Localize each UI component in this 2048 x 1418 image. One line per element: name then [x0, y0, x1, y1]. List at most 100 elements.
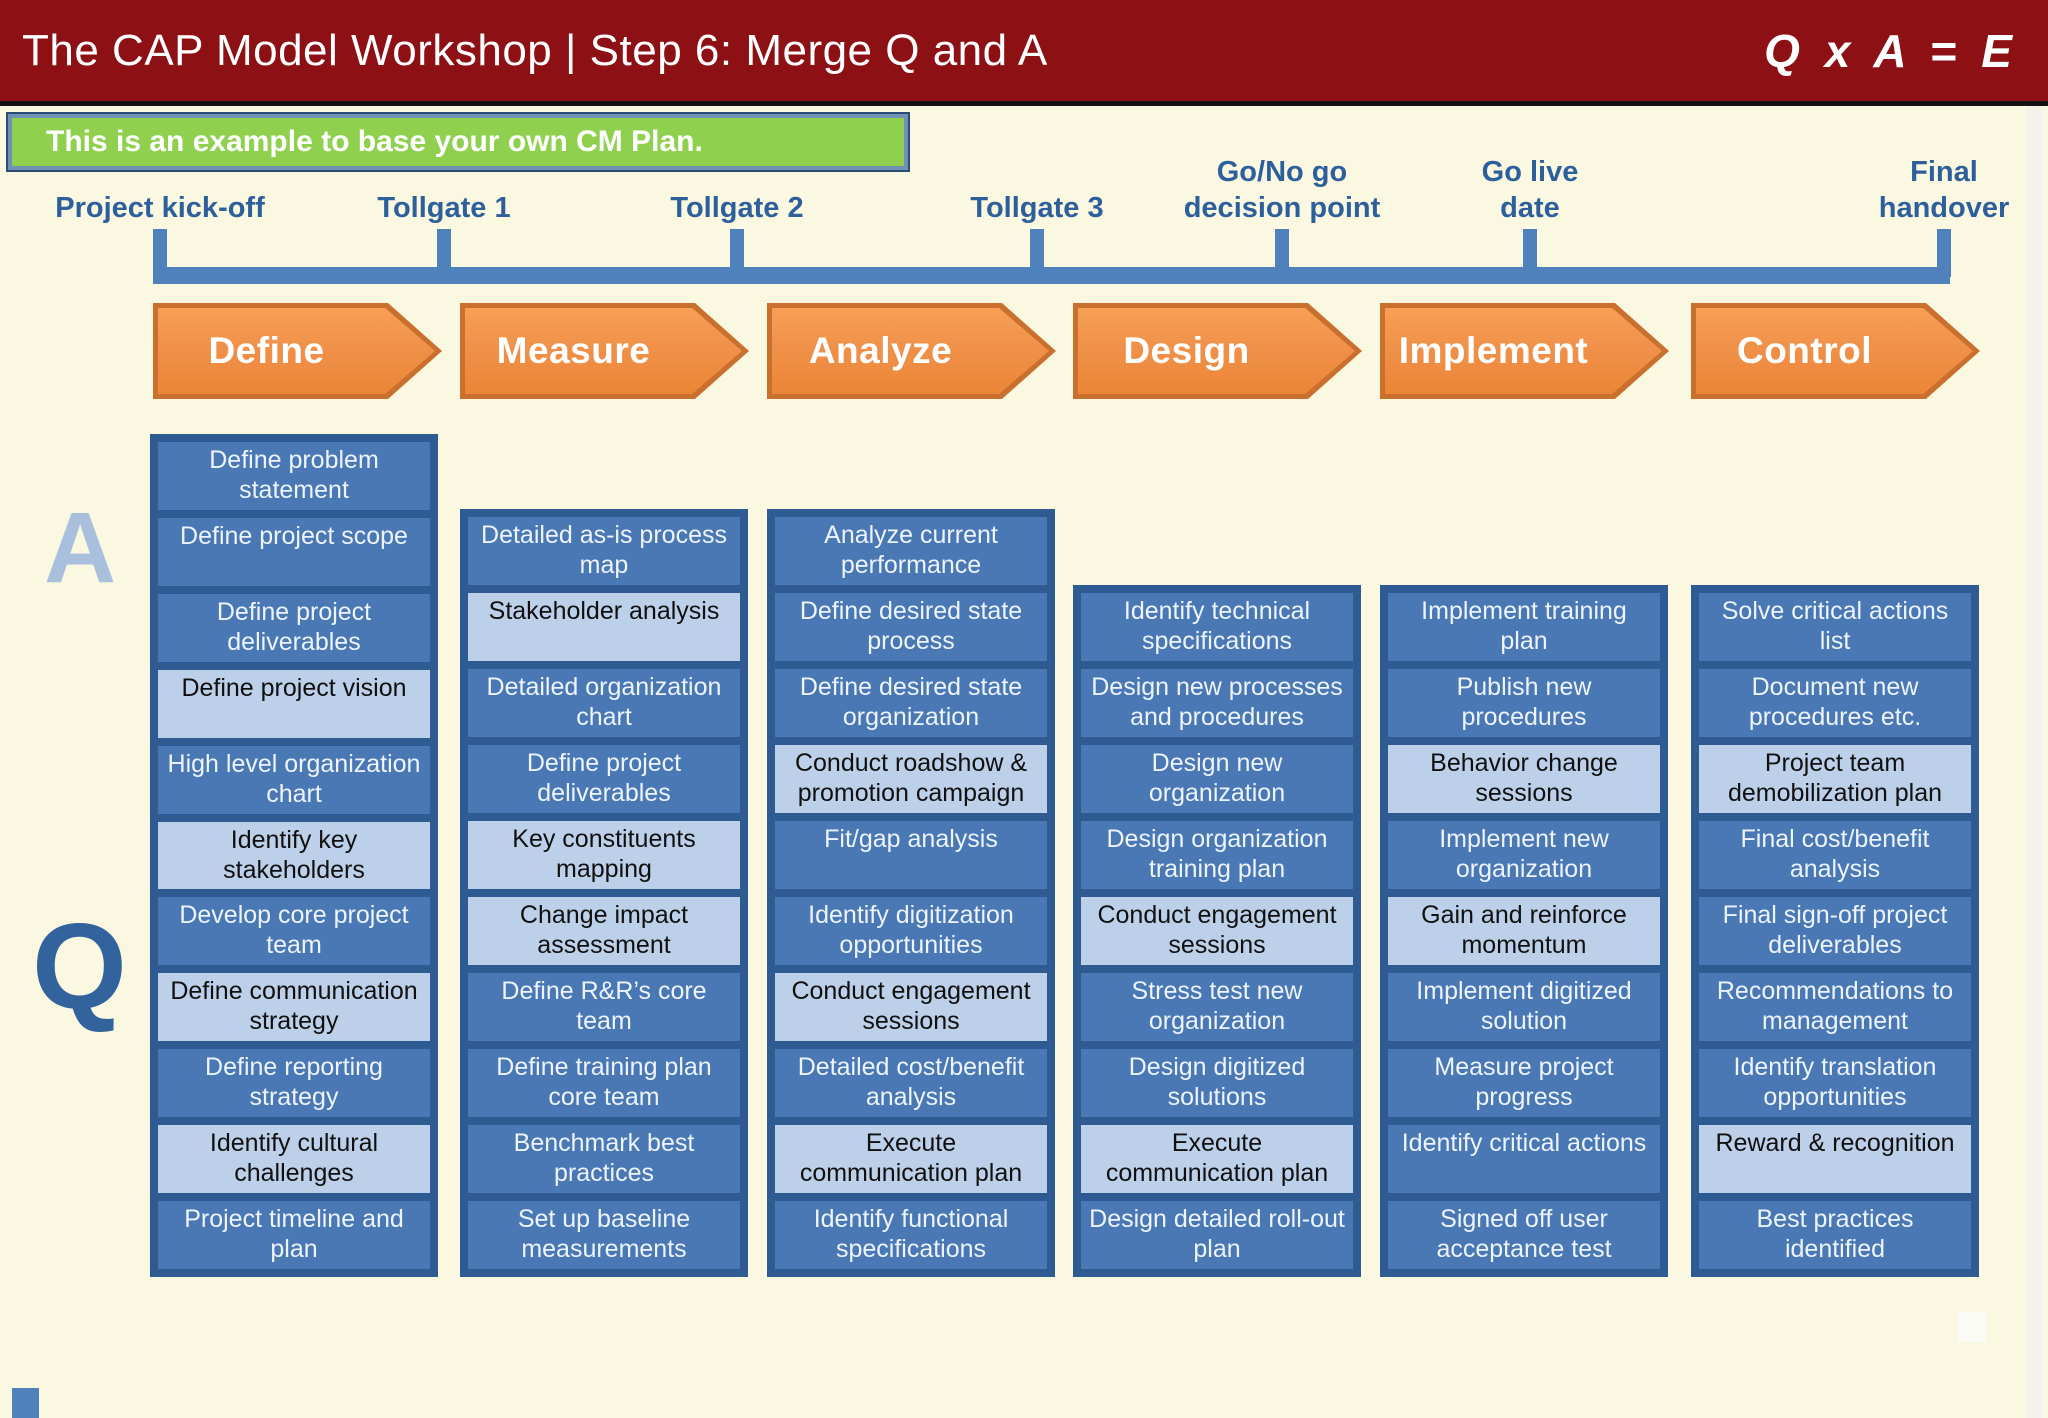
task-box: Best practices identified: [1699, 1201, 1971, 1269]
task-box: Execute communication plan: [1081, 1125, 1353, 1193]
task-box: Identify digitization opportunities: [775, 897, 1047, 965]
task-box: Conduct engagement sessions: [775, 973, 1047, 1041]
task-box: Define problem statement: [158, 442, 430, 510]
task-box: Conduct roadshow & promotion campaign: [775, 745, 1047, 813]
task-box: Define reporting strategy: [158, 1049, 430, 1118]
example-banner: This is an example to base your own CM P…: [6, 112, 910, 172]
phase-chevron-fill: Define: [158, 308, 435, 394]
task-box: Identify key stakeholders: [158, 821, 430, 890]
slide-header: The CAP Model Workshop | Step 6: Merge Q…: [0, 0, 2048, 106]
phase-chevron: Design: [1073, 303, 1362, 399]
timeline-tick: [730, 229, 744, 277]
task-box: Measure project progress: [1388, 1049, 1660, 1117]
timeline-bar: [153, 267, 1950, 284]
task-box: Define communication strategy: [158, 973, 430, 1042]
timeline-tick: [1523, 229, 1537, 277]
task-box: Fit/gap analysis: [775, 821, 1047, 889]
task-box: Develop core project team: [158, 897, 430, 966]
milestone-label: Project kick-off: [55, 192, 265, 224]
task-box: Implement digitized solution: [1388, 973, 1660, 1041]
task-box: Identify cultural challenges: [158, 1125, 430, 1194]
phase-chevron-fill: Analyze: [772, 308, 1049, 394]
task-box: Design new organization: [1081, 745, 1353, 813]
timeline-tick: [153, 229, 167, 277]
axis-letter-q: Q: [32, 898, 127, 1034]
task-box: Recommendations to management: [1699, 973, 1971, 1041]
phase-chevron: Analyze: [767, 303, 1056, 399]
timeline-tick: [1030, 229, 1044, 277]
phase-chevron-fill: Implement: [1385, 308, 1662, 394]
page-title: The CAP Model Workshop | Step 6: Merge Q…: [22, 25, 1048, 75]
example-banner-text: This is an example to base your own CM P…: [46, 125, 703, 158]
task-box: Implement training plan: [1388, 593, 1660, 661]
task-box: Define desired state process: [775, 593, 1047, 661]
task-box: Execute communication plan: [775, 1125, 1047, 1193]
task-box: Identify critical actions: [1388, 1125, 1660, 1193]
task-box: Define project scope: [158, 517, 430, 586]
task-box: Design digitized solutions: [1081, 1049, 1353, 1117]
task-box: Document new procedures etc.: [1699, 669, 1971, 737]
phase-chevron-fill: Design: [1078, 308, 1355, 394]
phase-label: Analyze: [808, 330, 953, 371]
milestone-label: Go/No go decision point: [1183, 156, 1381, 224]
task-box: Final cost/benefit analysis: [1699, 821, 1971, 889]
task-box: Benchmark best practices: [468, 1125, 740, 1193]
task-box: Project timeline and plan: [158, 1201, 430, 1269]
task-box: Gain and reinforce momentum: [1388, 897, 1660, 965]
task-box: Design detailed roll-out plan: [1081, 1201, 1353, 1269]
milestone-label: Go live date: [1481, 156, 1579, 224]
timeline-tick: [1937, 229, 1951, 277]
milestone-label: Tollgate 1: [377, 192, 511, 224]
phase-chevron: Define: [153, 303, 442, 399]
task-box: Stress test new organization: [1081, 973, 1353, 1041]
phase-label: Implement: [1398, 330, 1589, 371]
task-box: High level organization chart: [158, 745, 430, 814]
task-box: Design organization training plan: [1081, 821, 1353, 889]
milestone-label: Tollgate 2: [670, 192, 804, 224]
task-box: Stakeholder analysis: [468, 593, 740, 661]
bottom-left-marker: [12, 1388, 39, 1418]
task-box: Define project deliverables: [468, 745, 740, 813]
formula-text: Q x A = E: [1764, 24, 2018, 77]
task-box: Key constituents mapping: [468, 821, 740, 889]
axis-letter-a: A: [44, 492, 117, 604]
phase-label: Design: [1123, 330, 1250, 371]
task-box: Final sign-off project deliverables: [1699, 897, 1971, 965]
task-box: Define desired state organization: [775, 669, 1047, 737]
task-box: Signed off user acceptance test: [1388, 1201, 1660, 1269]
phase-label: Measure: [496, 330, 651, 371]
task-box: Analyze current performance: [775, 517, 1047, 585]
task-box: Project team demobilization plan: [1699, 745, 1971, 813]
phase-label: Define: [208, 330, 325, 371]
milestone-label: Final handover: [1878, 156, 2010, 224]
phase-chevron: Implement: [1380, 303, 1669, 399]
task-box: Solve critical actions list: [1699, 593, 1971, 661]
task-box: Define training plan core team: [468, 1049, 740, 1117]
task-box: Identify functional specifications: [775, 1201, 1047, 1269]
task-box: Design new processes and procedures: [1081, 669, 1353, 737]
task-box: Reward & recognition: [1699, 1125, 1971, 1193]
phase-chevron-fill: Measure: [465, 308, 742, 394]
task-box: Detailed as-is process map: [468, 517, 740, 585]
task-box: Identify technical specifications: [1081, 593, 1353, 661]
task-box: Implement new organization: [1388, 821, 1660, 889]
task-box: Define project vision: [158, 669, 430, 738]
phase-chevron: Measure: [460, 303, 749, 399]
task-box: Detailed cost/benefit analysis: [775, 1049, 1047, 1117]
task-box: Publish new procedures: [1388, 669, 1660, 737]
phase-chevron: Control: [1691, 303, 1980, 399]
task-box: Change impact assessment: [468, 897, 740, 965]
phase-chevron-fill: Control: [1696, 308, 1973, 394]
phase-label: Control: [1736, 330, 1873, 371]
milestone-label: Tollgate 3: [970, 192, 1104, 224]
task-box: Define R&R’s core team: [468, 973, 740, 1041]
right-edge-strip: [2026, 106, 2043, 1418]
timeline-tick: [1275, 229, 1289, 277]
